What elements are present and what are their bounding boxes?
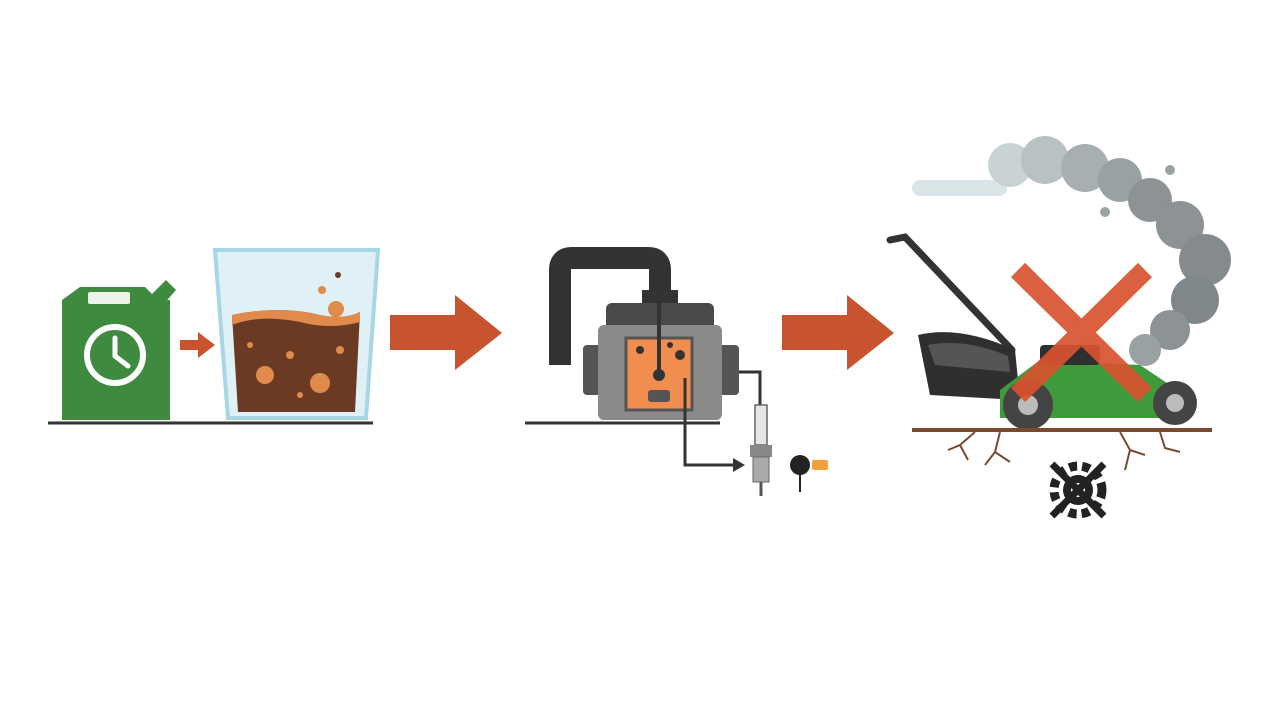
cracked-ground (912, 428, 1212, 471)
smoke-icon (912, 136, 1231, 366)
arrow-right-icon (390, 295, 502, 370)
arrow-right-icon (782, 295, 894, 370)
engine-carburetor-icon (549, 247, 762, 472)
small-arrow-icon (180, 332, 215, 358)
wrench-gear-icon (1049, 461, 1107, 519)
clock-icon (84, 324, 146, 386)
fouled-deposit-icon (790, 455, 828, 492)
cross-mark-icon (1010, 262, 1153, 403)
fuel-can-icon (62, 280, 176, 420)
contaminated-fuel-glass-icon (212, 248, 381, 420)
spark-plug-icon (750, 404, 772, 496)
